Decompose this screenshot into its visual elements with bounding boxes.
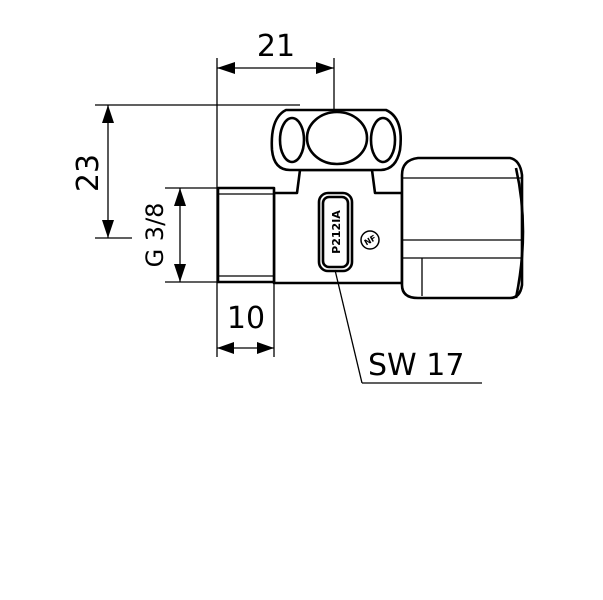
wrench-size-callout: SW 17 [334,269,482,384]
outlet-nut [400,156,525,300]
valve-body: P212IA NF [216,168,404,285]
wrench-size-label: SW 17 [368,348,464,383]
threaded-inlet [216,186,276,284]
dimension-width-top-label: 21 [257,29,295,64]
top-nut [270,108,402,172]
dimension-thread-label: G 3/8 [141,203,169,268]
dimension-width-top: 21 [217,29,334,74]
dimension-thread-length-label: 10 [227,301,265,336]
dimension-height-left: 23 [71,105,114,238]
dimension-thread-length: 10 [217,301,274,354]
dimension-thread: G 3/8 [141,188,186,282]
dimension-height-left-label: 23 [71,154,106,192]
stamp-marking: P212IA [330,210,343,254]
